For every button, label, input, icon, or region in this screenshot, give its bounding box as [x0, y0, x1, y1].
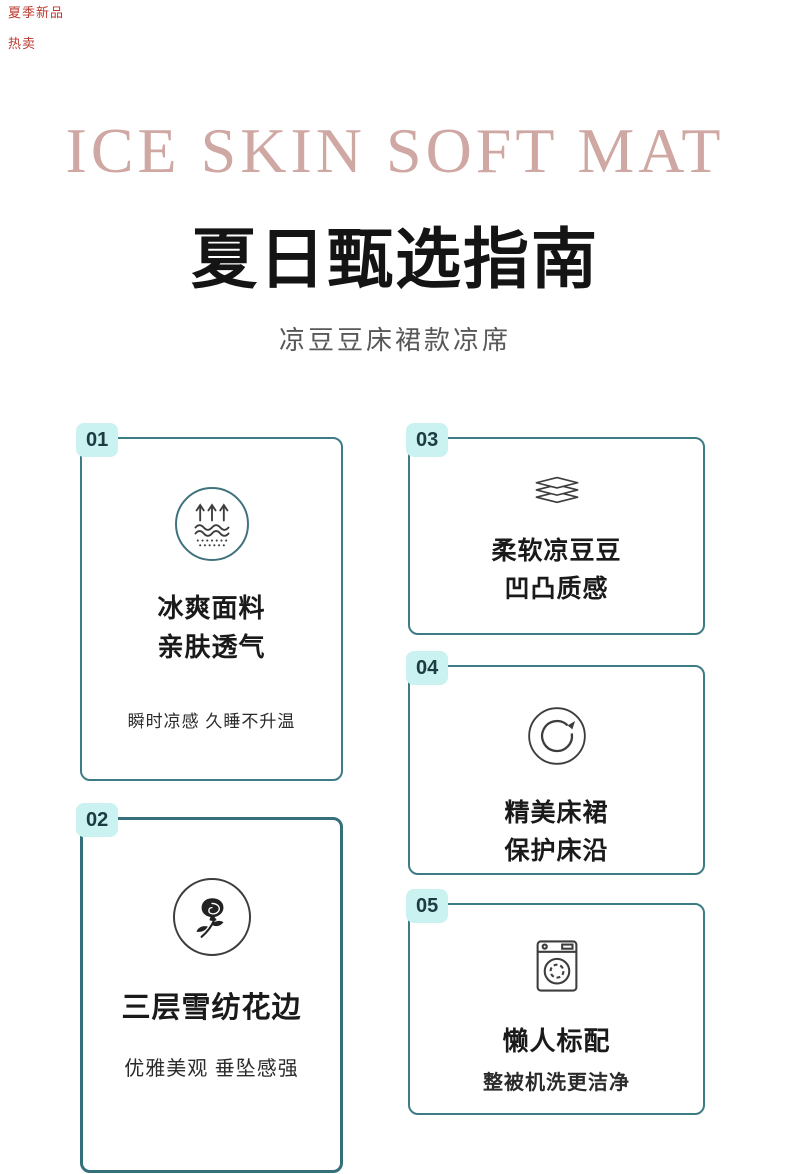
chiffon-rose-icon [172, 878, 251, 956]
badge-01: 01 [76, 423, 119, 457]
cool-breathable-icon [174, 487, 249, 561]
card-title: 三层雪纺花边 [121, 984, 301, 1026]
badge-02: 02 [76, 803, 119, 837]
card-title: 柔软凉豆豆 凹凸质感 [491, 533, 621, 608]
badge-04: 04 [406, 651, 449, 685]
card-cooling-fabric: 冰爽面料 亲肤透气 瞬时凉感 久睡不升温 [80, 437, 343, 781]
card-machine-washable: 懒人标配 整被机洗更洁净 [408, 903, 705, 1115]
card-title-line: 保护床沿 [504, 836, 609, 865]
card-title-line: 精美床裙 [504, 799, 609, 827]
card-title: 精美床裙 保护床沿 [504, 795, 608, 870]
badge-05: 05 [406, 889, 449, 923]
title-chinese: 夏日甄选指南 [191, 222, 599, 296]
card-title-line: 懒人标配 [502, 1026, 611, 1056]
card-bed-skirt: 精美床裙 保护床沿 [408, 665, 705, 875]
watermark-line-2: 热卖 [8, 36, 37, 51]
card-title: 冰爽面料 亲肤透气 [157, 589, 265, 667]
card-chiffon-lace: 三层雪纺花边 优雅美观 垂坠感强 [80, 817, 343, 1173]
soft-layers-icon [524, 467, 590, 515]
subtitle: 凉豆豆床裙款凉席 [278, 325, 511, 355]
card-desc: 整被机洗更洁净 [483, 1072, 630, 1094]
card-title-line: 柔软凉豆豆 [491, 537, 622, 565]
card-title-line: 冰爽面料 [157, 593, 266, 623]
washing-machine-icon [526, 935, 588, 997]
badge-03: 03 [406, 423, 449, 457]
refresh-circle-icon [524, 703, 590, 769]
card-title-line: 凹凸质感 [504, 574, 609, 603]
card-title-line: 亲肤透气 [157, 632, 266, 662]
card-desc: 优雅美观 垂坠感强 [124, 1058, 299, 1080]
title-english: ICE SKIN SOFT MAT [65, 115, 725, 186]
card-desc: 瞬时凉感 久睡不升温 [127, 712, 296, 731]
card-title-line: 三层雪纺花边 [121, 992, 302, 1024]
card-title: 懒人标配 [502, 1021, 610, 1058]
card-soft-texture: 柔软凉豆豆 凹凸质感 [408, 437, 705, 635]
watermark-line-1: 夏季新品 [8, 5, 65, 20]
